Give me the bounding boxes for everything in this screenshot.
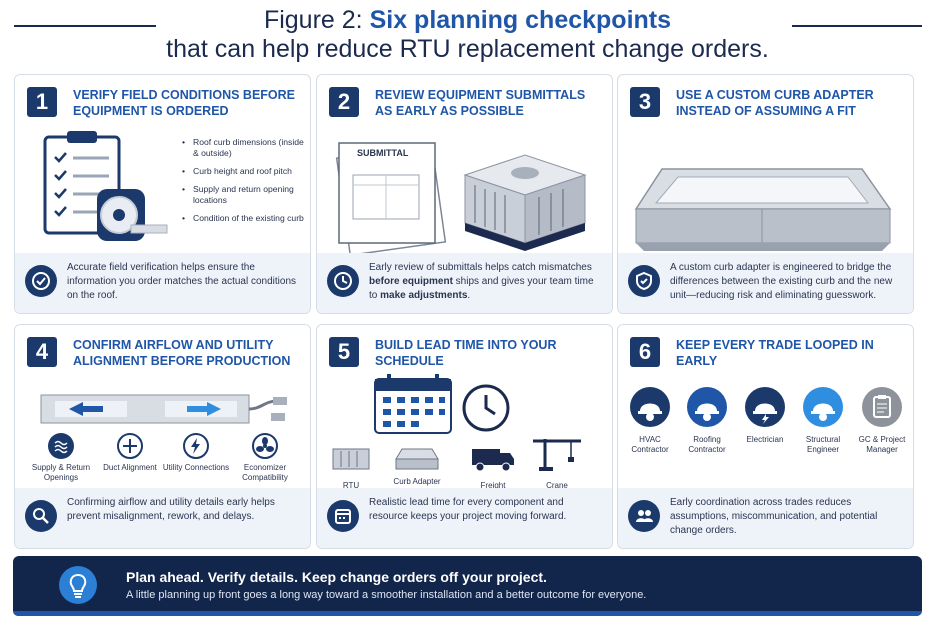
trade-label: Structural Engineer [805,435,841,454]
card-footer: Early coordination across trades reduces… [618,488,913,548]
footer-text: A custom curb adapter is engineered to b… [670,262,893,301]
page-title: Figure 2: Six planning checkpoints that … [0,6,935,64]
header-rule-left [14,25,156,27]
card-6: 6 Keep every trade looped in early HVAC … [617,324,914,549]
card-title: Confirm airflow and utility alignment be… [73,338,291,368]
calendar-icon [374,374,452,434]
rtu-unit-icon [463,154,587,251]
card-2: 2 Review equipment submittals as early a… [316,74,613,314]
item-label: Utility Connections [162,463,230,472]
list-item: Condition of the existing curb [181,213,307,224]
item-rtu: RTU [327,443,375,491]
submittal-label: SUBMITTAL [357,148,409,158]
calendar-small-icon [327,500,359,532]
duct-airflow-icon [40,394,287,424]
footer-text: Confirming airflow and utility details e… [67,497,275,522]
bottom-banner: Plan ahead. Verify details. Keep change … [13,556,922,616]
item-supply-return: Supply & Return Openings [29,433,93,483]
curb-icon [395,448,439,470]
card-footer: Realistic lead time for every component … [317,488,612,548]
footer-text: Accurate field verification helps ensure… [67,262,297,301]
trade-structural: Structural Engineer [794,387,852,455]
trade-label: GC & Project Manager [858,435,906,454]
title-accent: Six planning checkpoints [369,6,672,34]
footer-text: Early review of submittals helps catch m… [369,262,594,301]
rtu-icon [332,448,370,470]
trade-label: HVAC Contractor [631,435,669,454]
item-label: RTU [342,481,360,490]
card-footer: Confirming airflow and utility details e… [15,488,310,548]
card-title: Verify field conditions before equipment… [73,88,296,118]
clipboard-icon [862,387,902,427]
card-footer: A custom curb adapter is engineered to b… [618,253,913,313]
card-title: Build lead time into your schedule [375,338,557,368]
shield-check-icon [628,265,660,297]
item-label: Crane [546,481,568,490]
card-4: 4 Confirm airflow and utility alignment … [14,324,311,549]
title-prefix: Figure 2: [263,6,363,34]
people-icon [628,500,660,532]
lightbulb-icon [59,566,97,604]
fan-icon [252,433,278,459]
checklist-icon [43,131,168,241]
list-item: Roof curb dimensions (inside & outside) [181,137,307,159]
card-footer: Accurate field verification helps ensure… [15,253,310,313]
item-utility-connections: Utility Connections [161,433,231,473]
footer-text: Early coordination across trades reduces… [670,497,878,536]
item-duct-alignment: Duct Alignment [95,433,165,473]
card-footer: Early review of submittals helps catch m… [317,253,612,313]
submittal-document-icon [335,142,447,253]
card-number: 4 [27,337,57,367]
banner-headline: Plan ahead. Verify details. Keep change … [126,569,547,585]
crane-icon [533,439,581,471]
trade-hvac: HVAC Contractor [624,387,676,455]
item-curb-adapter: Curb Adapter [389,443,445,487]
title-line2: that can help reduce RTU replacement cha… [166,35,769,63]
hardhat-icon [745,387,785,427]
card-title: Use a custom curb adapter instead of ass… [676,88,874,118]
item-label: Supply & Return Openings [31,463,91,482]
banner-subline: A little planning up front goes a long w… [126,589,647,601]
list-item: Supply and return opening locations [181,184,307,206]
footer-text: Realistic lead time for every component … [369,497,567,522]
trade-label: Roofing Contractor [688,435,726,454]
check-circle-icon [25,265,57,297]
trade-gc-pm: GC & Project Manager [854,387,910,455]
crosshair-icon [117,433,143,459]
item-label: Curb Adapter [393,477,441,486]
card-title: Keep every trade looped in early [676,338,874,368]
hardhat-icon [630,387,670,427]
clock-icon [462,384,510,432]
item-economizer: Economizer Compatibility [227,433,303,483]
header-rule-right [792,25,922,27]
item-label: Freight [480,481,506,490]
hardhat-icon [803,387,843,427]
card-title: Review equipment submittals as early as … [375,88,586,118]
item-label: Duct Alignment [103,463,157,472]
lightning-icon [183,433,209,459]
banner-accent-bar [13,611,922,616]
hardhat-icon [687,387,727,427]
card-3: 3 Use a custom curb adapter instead of a… [617,74,914,314]
curb-adapter-icon [634,168,892,251]
clock-icon [327,265,359,297]
item-crane: Crane [529,435,585,491]
card-number: 6 [630,337,660,367]
card-1: 1 Verify field conditions before equipme… [14,74,311,314]
card-5: 5 Build lead time into your schedule RTU… [316,324,613,549]
truck-icon [472,449,514,472]
card-number: 1 [27,87,57,117]
airflow-icon [48,433,74,459]
trade-electrician: Electrician [738,387,792,445]
card-number: 3 [630,87,660,117]
list-item: Curb height and roof pitch [181,166,307,177]
card-number: 2 [329,87,359,117]
card-number: 5 [329,337,359,367]
item-freight: Freight [467,443,519,491]
trade-roofing: Roofing Contractor [680,387,734,455]
trade-label: Electrician [746,435,784,444]
verification-list: Roof curb dimensions (inside & outside) … [181,137,307,231]
magnifier-icon [25,500,57,532]
item-label: Economizer Compatibility [242,463,288,482]
